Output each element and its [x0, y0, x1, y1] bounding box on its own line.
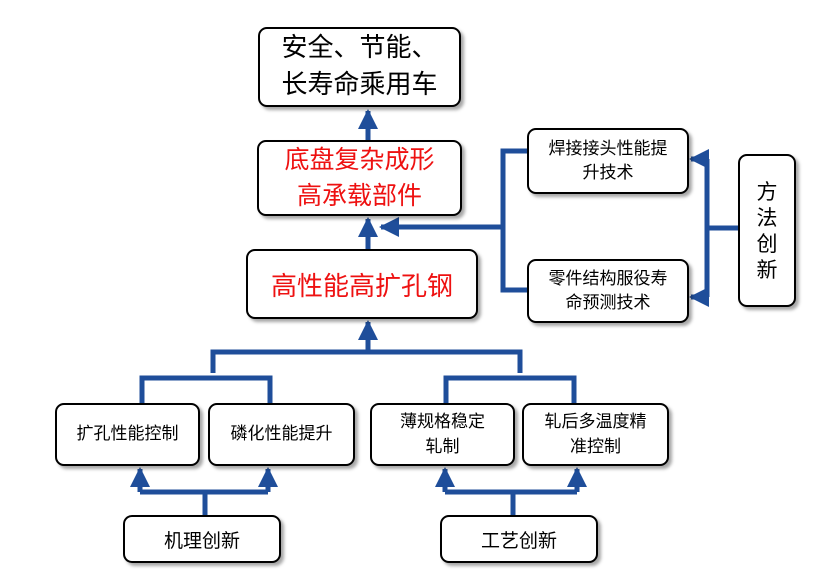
thin-rolling-text: 薄规格稳定 轧制: [400, 410, 485, 460]
sub-box-hole-expansion: 扩孔性能控制: [55, 403, 200, 466]
tech-text-welding: 焊接接头性能提 升技术: [549, 137, 668, 185]
temperature-control-text: 轧后多温度精 准控制: [545, 410, 647, 460]
tech-welding-line-1: 焊接接头性能提: [548, 139, 668, 159]
tech-lifetime-line-2: 命预测技术: [565, 293, 651, 313]
goal-box: 安全、节能、 长寿命乘用车: [258, 27, 461, 107]
parts-box: 底盘复杂成形 高承载部件: [257, 140, 462, 216]
parts-text: 底盘复杂成形 高承载部件: [284, 142, 434, 214]
steel-label: 高性能高扩孔钢: [270, 271, 453, 302]
process-innovation-label: 工艺创新: [480, 529, 557, 552]
method-innovation-label: 方法创新: [756, 179, 778, 282]
process-innovation-box: 工艺创新: [440, 515, 598, 563]
tech-welding-line-2: 升技术: [582, 163, 634, 183]
mechanism-innovation-box: 机理创新: [123, 515, 281, 563]
line-right-branch: [443, 375, 577, 405]
sub-box-phosphating: 磷化性能提升: [208, 403, 355, 466]
goal-line-2: 长寿命乘用车: [281, 70, 438, 100]
parts-line-2: 高承载部件: [296, 181, 422, 210]
goal-text: 安全、节能、 长寿命乘用车: [281, 30, 437, 104]
hole-expansion-label: 扩孔性能控制: [76, 424, 179, 444]
parts-line-1: 底盘复杂成形: [284, 145, 435, 174]
thin-rolling-line-1: 薄规格稳定: [400, 411, 485, 432]
goal-line-1: 安全、节能、: [281, 33, 438, 63]
tech-text-lifetime: 零件结构服役寿 命预测技术: [549, 267, 668, 315]
phosphating-label: 磷化性能提升: [230, 424, 333, 444]
mechanism-innovation-label: 机理创新: [163, 529, 240, 552]
line-trunk-to-steel: [210, 349, 523, 373]
line-left-branch: [139, 375, 273, 405]
tech-box-welding: 焊接接头性能提 升技术: [527, 128, 689, 194]
steel-box: 高性能高扩孔钢: [246, 249, 478, 319]
method-innovation-box: 方法创新: [738, 154, 796, 307]
temperature-control-line-2: 准控制: [570, 436, 621, 457]
thin-rolling-line-2: 轧制: [425, 436, 460, 457]
line-tech-bracket: [500, 148, 527, 293]
tech-box-lifetime: 零件结构服役寿 命预测技术: [527, 259, 689, 323]
sub-box-thin-rolling: 薄规格稳定 轧制: [370, 403, 515, 466]
tech-lifetime-line-1: 零件结构服役寿: [548, 269, 668, 289]
temperature-control-line-1: 轧后多温度精: [544, 411, 647, 432]
sub-box-temperature-control: 轧后多温度精 准控制: [522, 403, 669, 466]
